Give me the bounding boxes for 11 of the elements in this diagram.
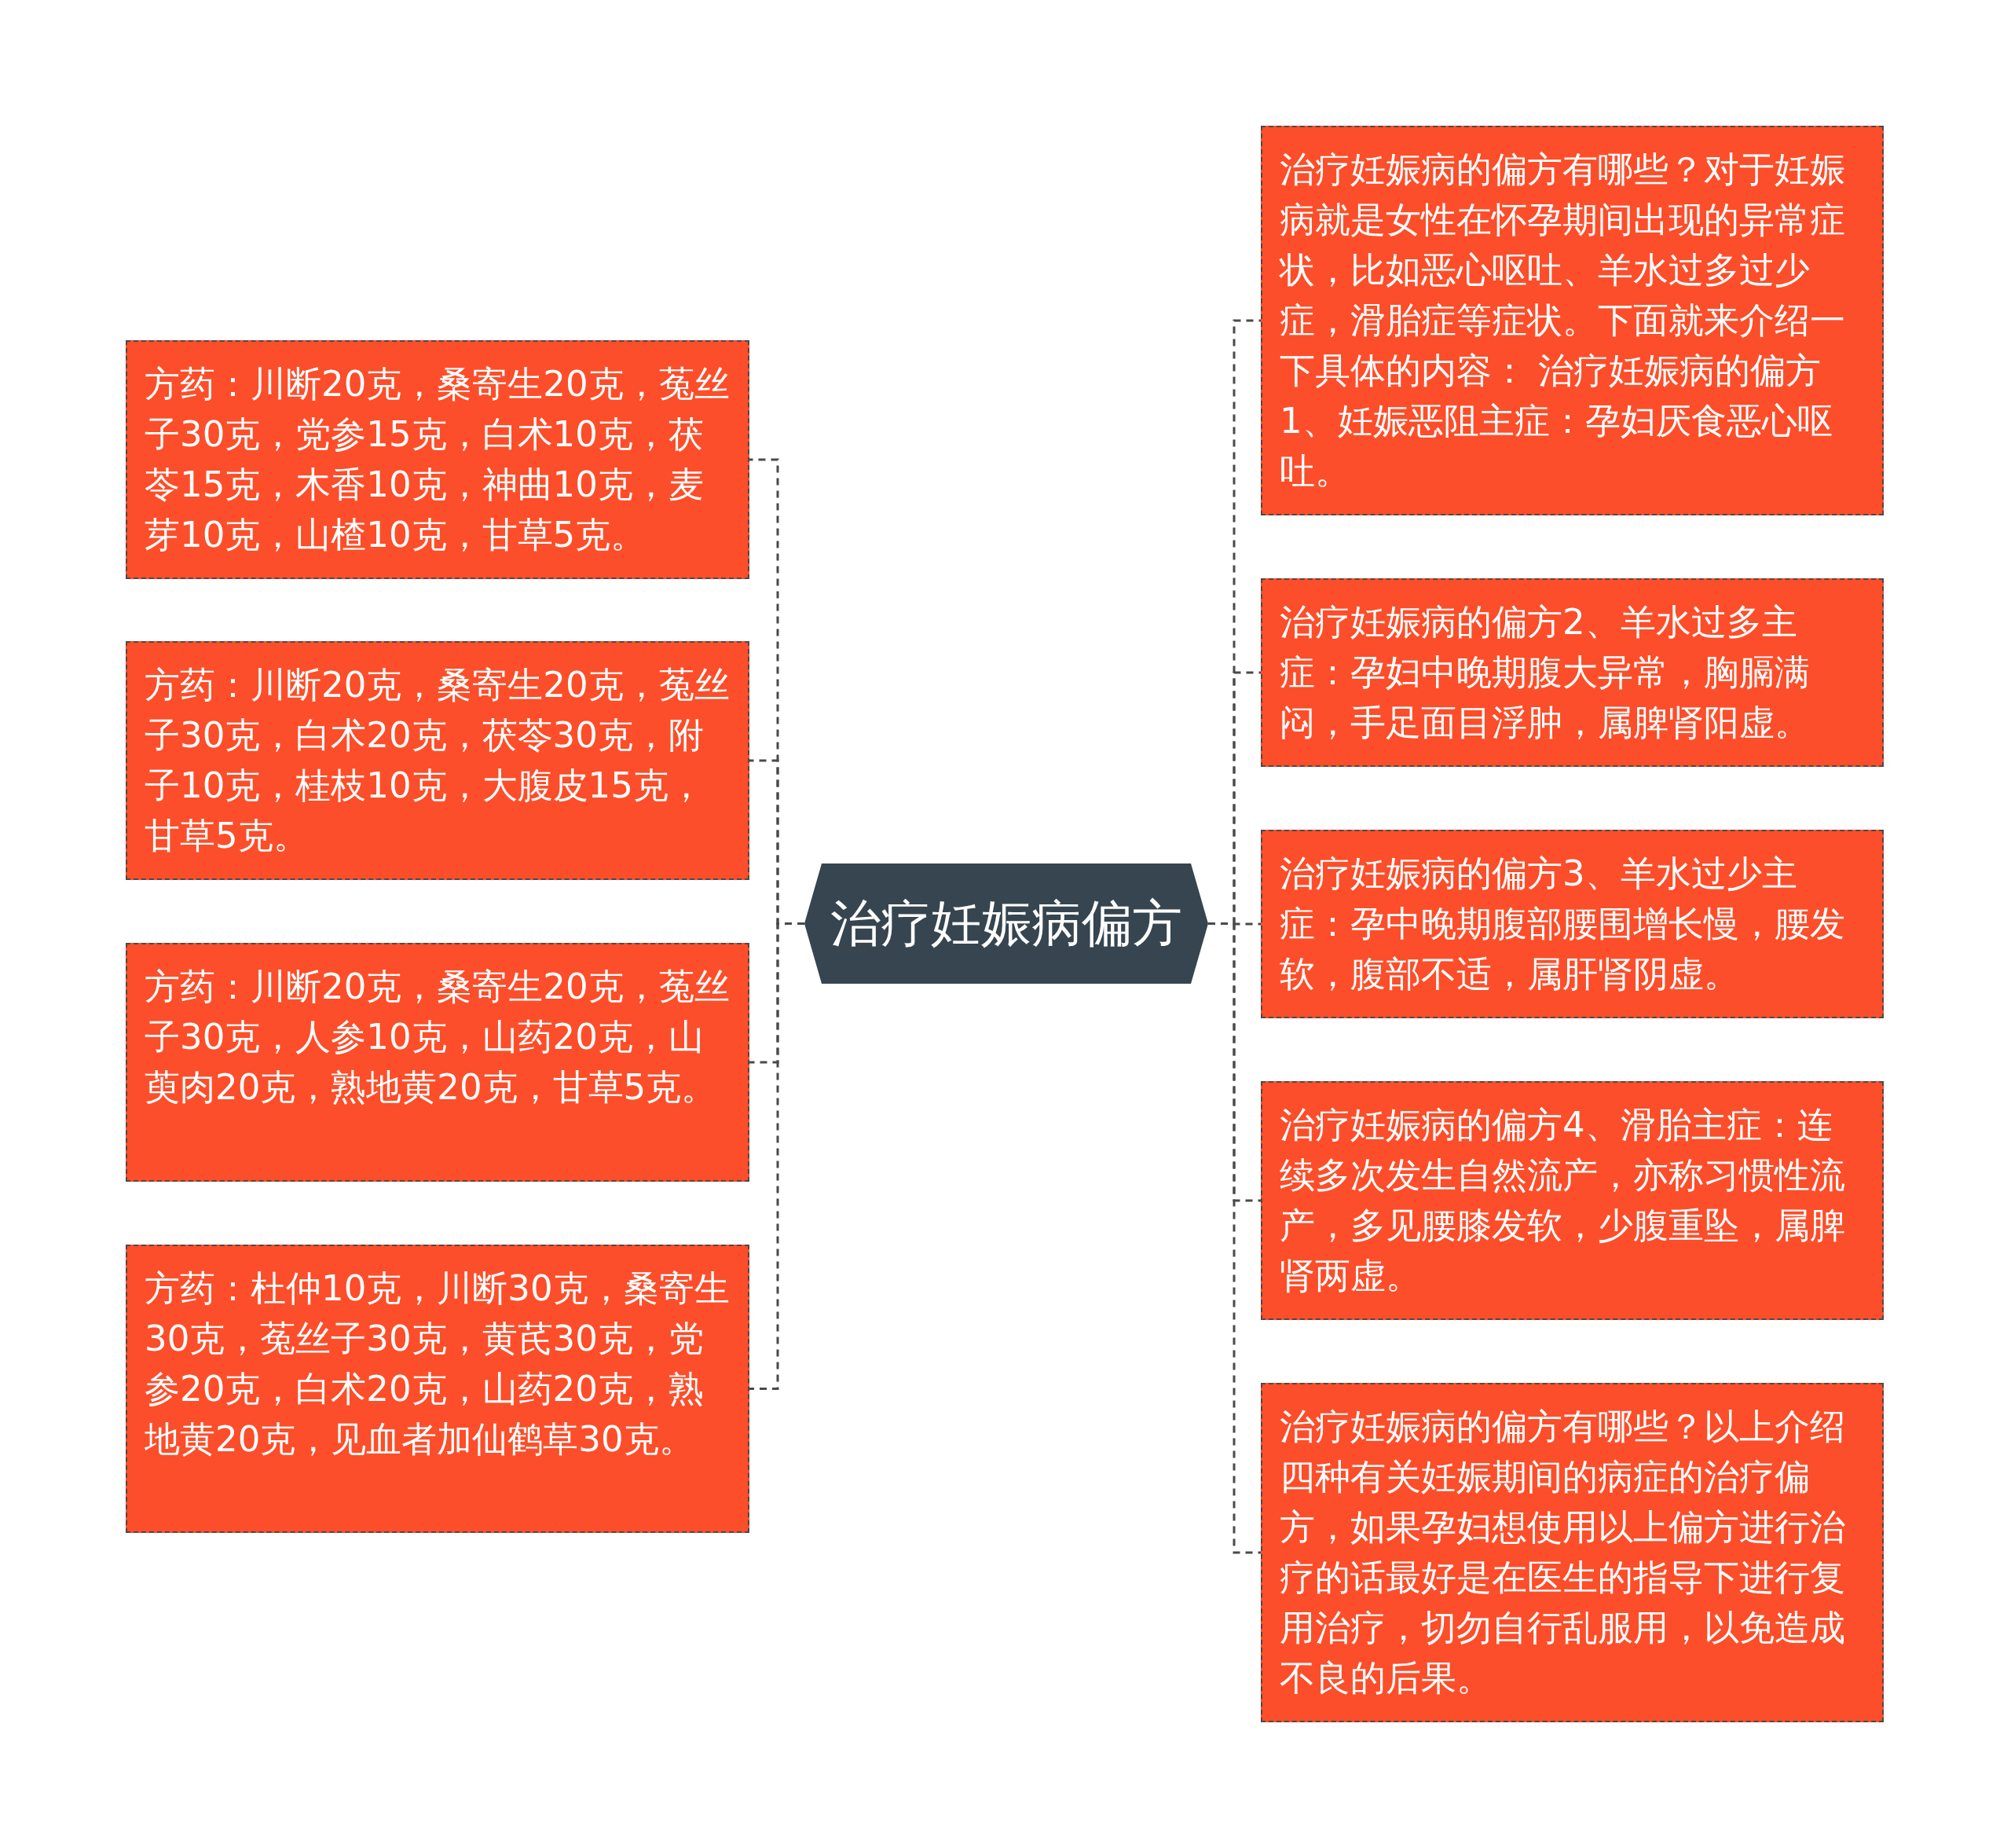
text-box: 方药：川断20克，桑寄生20克，菟丝子30克，党参15克，白术10克，茯苓15克，木香10克，神曲10克，麦芽10克，山楂10克，甘草5克。 (126, 340, 749, 579)
text-box: 治疗妊娠病的偏方3、羊水过少主症：孕中晚期腹部腰围增长慢，腰发软，腹部不适，属肝肾阴虚。 (1261, 830, 1884, 1018)
topic-text: 治疗妊娠病偏方 (830, 893, 1182, 954)
text-box: 治疗妊娠病的偏方有哪些？以上介绍四种有关妊娠期间的病症的治疗偏方，如果孕妇想使用以上偏方进行治疗的话最好是在医生的指导下进行复用治疗，切勿自行乱服用，以免造成不良的后果。 (1261, 1383, 1884, 1722)
text-box: 治疗妊娠病的偏方有哪些？对于妊娠病就是女性在怀孕期间出现的异常症状，比如恶心呕吐、羊水过多过少症，滑胎症等症状。下面就来介绍一下具体的内容： 治疗妊娠病的偏方1、妊娠恶阻主症：孕妇厌食恶心呕吐。 (1261, 126, 1884, 515)
text-box: 方药：杜仲10克，川断30克，桑寄生30克，菟丝子30克，黄芪30克，党参20克，白术20克，山药20克，熟地黄20克，见血者加仙鹤草30克。 (126, 1245, 749, 1533)
text-box: 方药：川断20克，桑寄生20克，菟丝子30克，人参10克，山药20克，山萸肉20克，熟地黄20克，甘草5克。 (126, 943, 749, 1182)
text-box: 治疗妊娠病的偏方4、滑胎主症：连续多次发生自然流产，亦称习惯性流产，多见腰膝发软，少腹重坠，属脾肾两虚。 (1261, 1081, 1884, 1320)
topic-hexagon (804, 864, 1208, 984)
text-box: 方药：川断20克，桑寄生20克，菟丝子30克，白术20克，茯苓30克，附子10克，桂枝10克，大腹皮15克，甘草5克。 (126, 641, 749, 880)
text-box: 治疗妊娠病的偏方2、羊水过多主症：孕妇中晚期腹大异常，胸膈满闷，手足面目浮肿，属脾肾阳虚。 (1261, 578, 1884, 767)
